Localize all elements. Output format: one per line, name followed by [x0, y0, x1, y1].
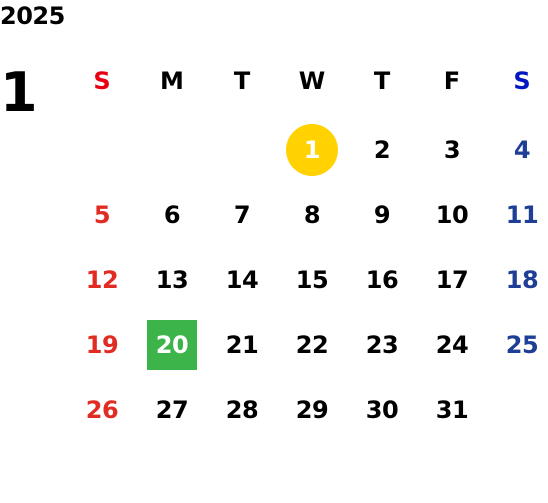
day-number: 21	[225, 331, 259, 359]
day-cell-5[interactable]: 5	[67, 190, 137, 240]
day-number: 8	[303, 201, 321, 229]
weekday-header-row: S M T W T F S	[67, 64, 548, 98]
day-number: 2	[373, 136, 391, 164]
day-number: 1	[303, 136, 321, 164]
day-number: 28	[225, 396, 259, 424]
day-cell-3[interactable]: 3	[417, 125, 487, 175]
month-label: 1	[0, 61, 38, 124]
day-cell-14[interactable]: 14	[207, 255, 277, 305]
day-cell-12[interactable]: 12	[67, 255, 137, 305]
day-cell-17[interactable]: 17	[417, 255, 487, 305]
day-cell-24[interactable]: 24	[417, 320, 487, 370]
year-label: 2025	[0, 2, 65, 30]
day-cell-13[interactable]: 13	[137, 255, 207, 305]
day-number: 3	[443, 136, 461, 164]
day-cell-19[interactable]: 19	[67, 320, 137, 370]
day-number: 10	[435, 201, 469, 229]
weekday-header-sun: S	[93, 67, 111, 95]
day-cell-20[interactable]: 20	[137, 320, 207, 370]
day-number: 12	[85, 266, 119, 294]
day-cell-2[interactable]: 2	[347, 125, 417, 175]
day-cell-4[interactable]: 4	[487, 125, 548, 175]
day-cell-1[interactable]: 1	[277, 124, 347, 176]
weekday-header-fri: F	[443, 67, 461, 95]
day-number: 5	[93, 201, 111, 229]
day-number: 20	[155, 331, 189, 359]
day-cell-23[interactable]: 23	[347, 320, 417, 370]
day-number: 27	[155, 396, 189, 424]
day-cell-26[interactable]: 26	[67, 385, 137, 435]
day-cell-16[interactable]: 16	[347, 255, 417, 305]
weekday-header-wed: W	[298, 67, 326, 95]
day-cell-11[interactable]: 11	[487, 190, 548, 240]
day-cell-21[interactable]: 21	[207, 320, 277, 370]
weekday-header-tue: T	[233, 67, 251, 95]
day-number: 4	[513, 136, 531, 164]
day-number: 30	[365, 396, 399, 424]
day-cell-18[interactable]: 18	[487, 255, 548, 305]
day-number: 26	[85, 396, 119, 424]
day-number: 15	[295, 266, 329, 294]
day-number: 11	[505, 201, 539, 229]
day-number: 23	[365, 331, 399, 359]
day-cell-30[interactable]: 30	[347, 385, 417, 435]
weekday-header-mon: M	[160, 67, 184, 95]
day-cell-29[interactable]: 29	[277, 385, 347, 435]
day-cell-7[interactable]: 7	[207, 190, 277, 240]
highlight-marker	[147, 320, 197, 370]
day-number: 18	[505, 266, 539, 294]
day-cell-9[interactable]: 9	[347, 190, 417, 240]
day-cell-10[interactable]: 10	[417, 190, 487, 240]
day-number: 16	[365, 266, 399, 294]
day-number: 17	[435, 266, 469, 294]
day-cell-22[interactable]: 22	[277, 320, 347, 370]
today-marker	[286, 124, 338, 176]
day-cell-31[interactable]: 31	[417, 385, 487, 435]
day-number: 19	[85, 331, 119, 359]
day-number: 9	[373, 201, 391, 229]
day-cell-25[interactable]: 25	[487, 320, 548, 370]
day-number: 7	[233, 201, 251, 229]
day-number: 6	[163, 201, 181, 229]
day-number: 29	[295, 396, 329, 424]
weekday-header-thu: T	[373, 67, 391, 95]
day-number: 25	[505, 331, 539, 359]
weekday-header-sat: S	[513, 67, 531, 95]
day-number: 24	[435, 331, 469, 359]
day-number: 22	[295, 331, 329, 359]
day-cell-27[interactable]: 27	[137, 385, 207, 435]
day-cell-6[interactable]: 6	[137, 190, 207, 240]
day-number: 14	[225, 266, 259, 294]
day-number: 31	[435, 396, 469, 424]
day-cell-28[interactable]: 28	[207, 385, 277, 435]
day-cell-15[interactable]: 15	[277, 255, 347, 305]
day-number: 13	[155, 266, 189, 294]
day-cell-8[interactable]: 8	[277, 190, 347, 240]
